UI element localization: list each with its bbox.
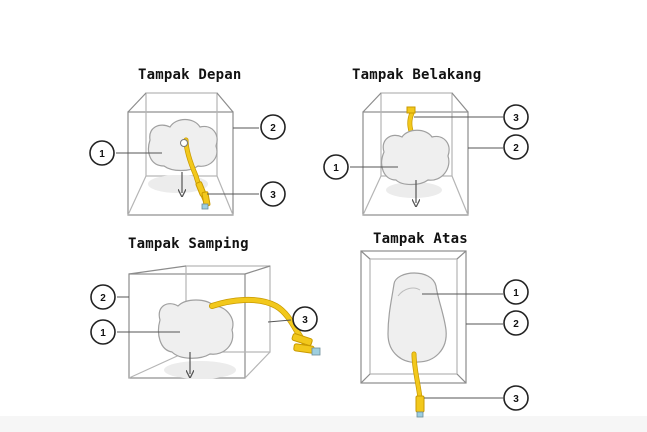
top-callout-3-label: 3	[513, 394, 519, 405]
top-callout-1-label: 1	[513, 288, 519, 299]
back-callout-1-label: 1	[333, 163, 339, 174]
front-shadow	[148, 175, 208, 193]
back-view: 1 2 3	[323, 92, 529, 216]
side-view: 1 2 3	[90, 265, 321, 379]
side-shadow	[164, 361, 236, 379]
title-back-view: Tampak Belakang	[352, 67, 482, 83]
side-callout-1-label: 1	[100, 328, 106, 339]
front-balloon-tip	[180, 139, 188, 147]
back-callout-2-label: 2	[513, 143, 519, 154]
top-catheter-tube	[412, 352, 422, 400]
top-view: 1 2 3	[360, 250, 529, 418]
title-top-view: Tampak Atas	[373, 231, 468, 247]
side-callout-2-label: 2	[100, 293, 106, 304]
side-callout-1: 1	[90, 319, 180, 345]
front-callout-1-label: 1	[99, 149, 105, 160]
top-callout-1: 1	[422, 279, 529, 305]
title-front-view: Tampak Depan	[138, 67, 242, 83]
side-organ	[157, 299, 234, 359]
back-callout-1: 1	[323, 154, 398, 180]
side-catheter-connector	[291, 333, 321, 356]
front-callout-3-label: 3	[270, 190, 276, 201]
front-callout-2-label: 2	[270, 123, 276, 134]
back-callout-3: 3	[414, 104, 529, 130]
top-catheter-connector	[415, 395, 425, 418]
top-organ	[387, 272, 447, 363]
back-callout-3-label: 3	[513, 113, 519, 124]
top-organ-fold	[397, 287, 421, 297]
side-callout-3: 3	[267, 306, 318, 332]
side-callout-2: 2	[90, 284, 129, 310]
top-callout-2: 2	[466, 310, 529, 336]
top-callout-3: 3	[424, 385, 529, 411]
front-callout-1: 1	[89, 140, 162, 166]
back-catheter-connector	[406, 106, 416, 114]
front-catheter-connector	[195, 181, 211, 210]
side-catheter-tube	[209, 297, 307, 345]
bottom-shade	[0, 416, 647, 432]
back-organ	[381, 129, 450, 186]
top-box	[360, 250, 467, 384]
front-callout-2: 2	[233, 114, 286, 140]
front-callout-3: 3	[207, 181, 286, 207]
top-callout-2-label: 2	[513, 319, 519, 330]
side-callout-3-label: 3	[302, 315, 308, 326]
back-callout-2: 2	[468, 134, 529, 160]
title-side-view: Tampak Samping	[128, 236, 249, 252]
front-box	[127, 92, 234, 216]
back-shadow	[386, 182, 442, 198]
front-view: 1 2 3	[89, 92, 286, 216]
